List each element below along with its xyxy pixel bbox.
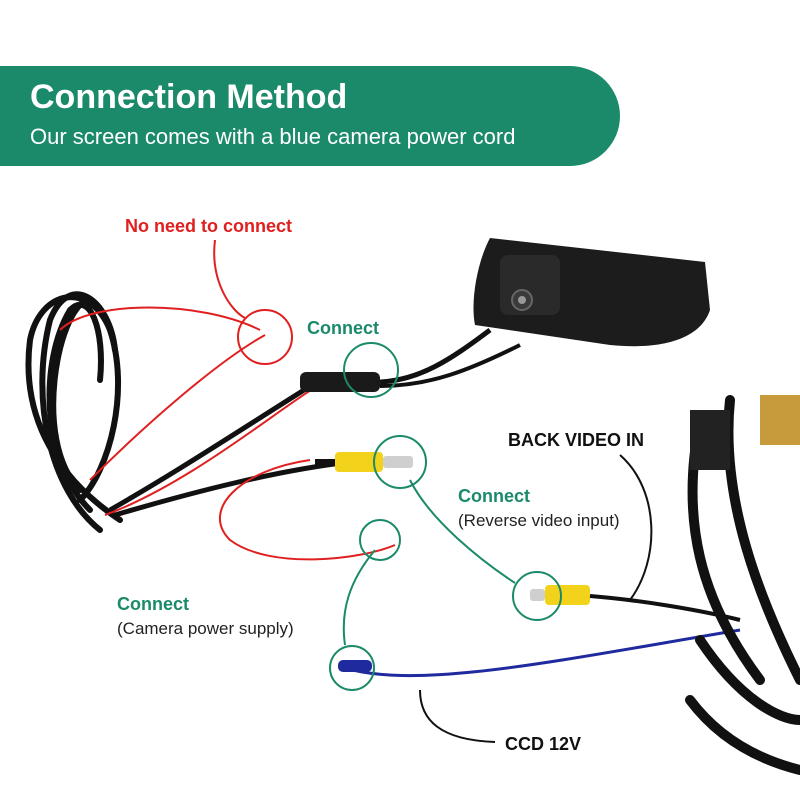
page-subtitle: Our screen comes with a blue camera powe… <box>30 124 516 149</box>
connect-markers <box>329 342 562 691</box>
label-connect-reverse: Connect <box>458 486 530 506</box>
label-camera-power-supply: (Camera power supply) <box>117 619 294 638</box>
label-connect-power: Connect <box>117 594 189 614</box>
label-connect-camera: Connect <box>307 318 379 338</box>
camera-connector <box>300 372 380 392</box>
label-reverse-video-input: (Reverse video input) <box>458 511 620 530</box>
header-banner: Connection Method Our screen comes with … <box>0 66 620 166</box>
page-title: Connection Method <box>30 78 348 116</box>
cable-to-rca <box>114 459 351 518</box>
no-connect-marker <box>237 309 293 365</box>
label-back-video-in: BACK VIDEO IN <box>508 430 645 450</box>
rca-plug-bottom <box>530 585 590 605</box>
blue-power-wire <box>344 628 741 678</box>
cable-coil <box>25 291 123 533</box>
rca-plug-top <box>335 452 413 472</box>
label-ccd-12v: CCD 12V <box>505 734 582 754</box>
main-cable <box>108 377 322 513</box>
camera-unit <box>473 238 710 347</box>
label-no-need-to-connect: No need to connect <box>125 216 293 236</box>
